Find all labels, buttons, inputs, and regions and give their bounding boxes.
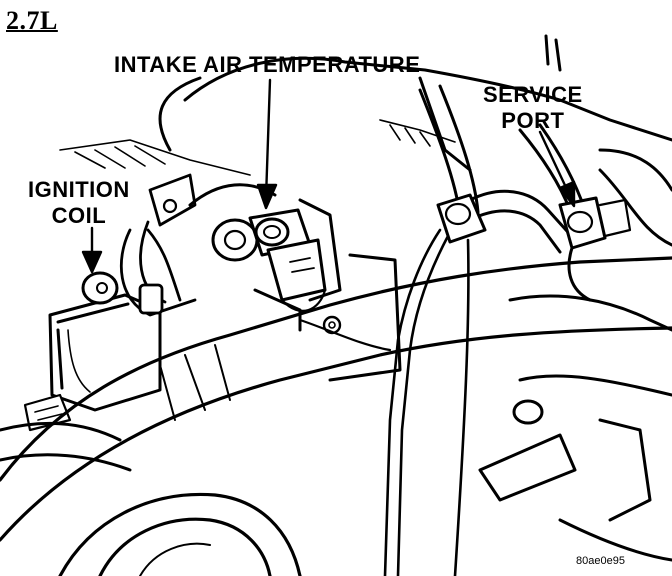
intake-air-temperature-sensor <box>248 208 327 312</box>
lower-hose <box>0 421 132 472</box>
ignition-coil-body <box>23 271 162 432</box>
intake-air-temperature-label: INTAKE AIR TEMPERATURE <box>114 52 421 77</box>
service-port-fitting <box>558 196 632 302</box>
intake-plenum <box>0 256 672 542</box>
callout-arrows <box>81 78 576 274</box>
lower-right-structure <box>478 294 672 562</box>
front-pulley <box>58 492 302 576</box>
service-port-label-line2: PORT <box>501 108 565 133</box>
hatched-trim <box>59 119 456 176</box>
wire-harness <box>119 173 197 317</box>
ignition-coil-label-line2: COIL <box>51 203 107 228</box>
engine-label: 2.7L <box>6 6 58 35</box>
service-port-label: SERVICE PORT <box>483 82 583 134</box>
figure-code: 80ae0e95 <box>576 555 625 567</box>
sensor-connector <box>383 193 487 576</box>
ignition-coil-label: IGNITION COIL <box>28 177 130 229</box>
upper-body-contour <box>158 34 672 247</box>
ignition-coil-label-line1: IGNITION <box>28 177 130 202</box>
throttle-body <box>188 183 402 382</box>
service-port-label-line1: SERVICE <box>483 82 583 107</box>
intake-air-temperature-arrow <box>264 78 272 200</box>
